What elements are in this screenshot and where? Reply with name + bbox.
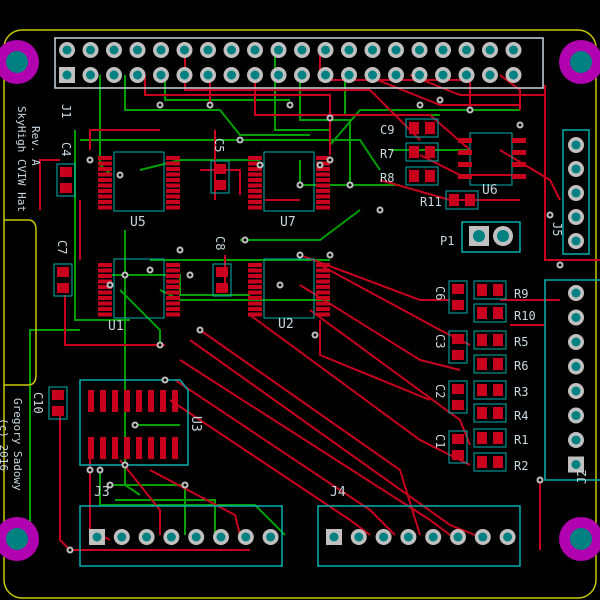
resistor-part (473, 428, 507, 448)
label-r5: R5 (514, 335, 528, 349)
j2-header-pads (568, 285, 584, 473)
c3-part (448, 330, 468, 364)
label-j4: J4 (330, 485, 346, 500)
u3-pads (88, 390, 178, 459)
resistor-part (473, 452, 507, 472)
label-j3: J3 (94, 485, 110, 500)
board-outline (3, 29, 597, 599)
j3-outline (79, 505, 283, 567)
j4-header-pads (326, 529, 516, 545)
label-c4: C4 (59, 142, 73, 156)
label-r10: R10 (514, 309, 536, 323)
label-j2: J2 (575, 470, 589, 484)
label-j1: J1 (59, 104, 73, 118)
ic-footprints (88, 132, 526, 459)
u5-footprint (98, 151, 180, 212)
label-u5: U5 (130, 215, 146, 230)
label-title-line2: Rev. A (29, 126, 42, 166)
c7-part (53, 263, 73, 297)
mounting-holes (0, 40, 600, 561)
label-c3: C3 (433, 334, 447, 348)
u1-footprint (98, 258, 180, 319)
vias (66, 96, 564, 554)
j5-header-pads (568, 137, 584, 249)
p1-outline (461, 221, 521, 253)
label-r2: R2 (514, 459, 528, 473)
r11-part (445, 190, 479, 210)
j5-outline (562, 129, 590, 255)
label-title-line1: SkyHigh CVIW Hat (15, 106, 28, 212)
label-r6: R6 (514, 359, 528, 373)
label-credit-line1: Gregory Sadowy (11, 398, 24, 491)
silkscreen-text: J1 SkyHigh CVIW Hat Rev. A Gregory Sadow… (0, 104, 589, 500)
c9-part (405, 118, 439, 138)
label-c7: C7 (55, 240, 69, 254)
j1-header-pads (59, 42, 522, 83)
r7-part (405, 142, 439, 162)
u6-footprint (458, 132, 526, 186)
passive-components (48, 118, 507, 472)
label-r3: R3 (514, 385, 528, 399)
r8-part (405, 166, 439, 186)
resistor-part (473, 303, 507, 323)
label-r9: R9 (514, 287, 528, 301)
c2-part (448, 380, 468, 414)
c4-part (56, 163, 76, 197)
label-u7: U7 (280, 215, 296, 230)
label-c9: C9 (380, 123, 394, 137)
j4-outline (317, 505, 521, 567)
label-u6: U6 (482, 183, 498, 198)
resistor-part (473, 280, 507, 300)
label-j5: J5 (550, 222, 564, 236)
label-c8: C8 (213, 236, 227, 250)
camera-cutout (4, 219, 37, 386)
resistor-part (473, 380, 507, 400)
label-credit-line2: (c) 2016 (0, 418, 10, 471)
label-u2: U2 (278, 317, 294, 332)
resistor-part (473, 330, 507, 350)
label-c1: C1 (433, 434, 447, 448)
label-r1: R1 (514, 433, 528, 447)
label-c5: C5 (212, 138, 226, 152)
j1-outline (54, 37, 544, 89)
c6-part (448, 280, 468, 314)
label-c6: C6 (433, 286, 447, 300)
label-r4: R4 (514, 409, 528, 423)
label-c10: C10 (31, 392, 45, 414)
resistor-part (473, 403, 507, 423)
u7-footprint (248, 151, 330, 212)
label-c2: C2 (433, 384, 447, 398)
c5-part (210, 160, 230, 194)
label-r8: R8 (380, 171, 394, 185)
resistor-part (473, 354, 507, 374)
label-u1: U1 (108, 319, 124, 334)
c1-part (448, 430, 468, 464)
c8-part (212, 263, 232, 297)
label-p1: P1 (440, 234, 454, 248)
u2-footprint (248, 258, 330, 319)
c10-part (48, 386, 68, 420)
label-u3: U3 (188, 416, 203, 432)
label-r11: R11 (420, 195, 442, 209)
j3-header-pads (89, 529, 279, 545)
j2-outline (544, 279, 600, 481)
label-r7: R7 (380, 147, 394, 161)
